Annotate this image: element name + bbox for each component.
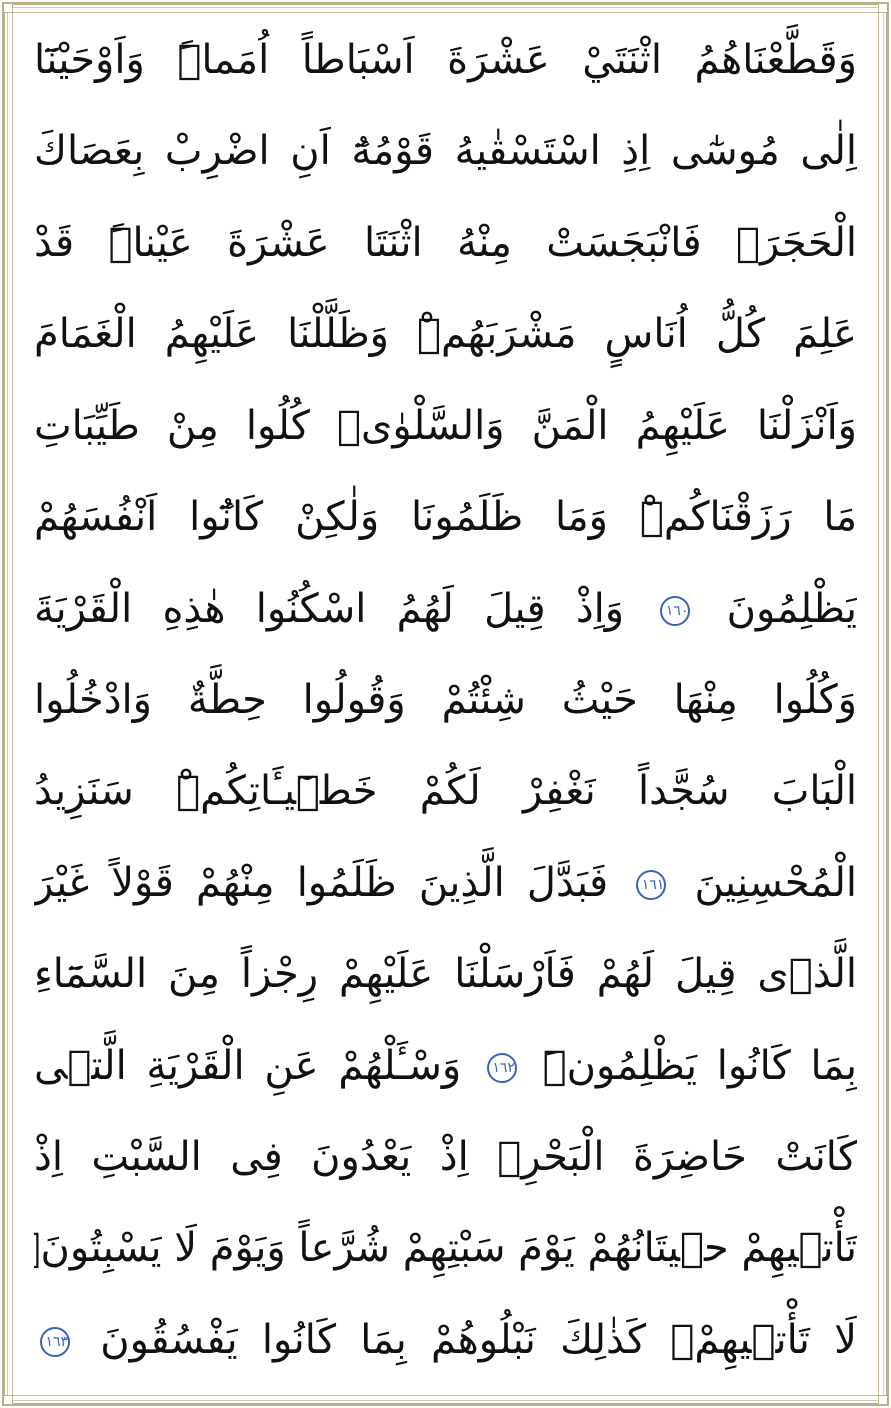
verse-number-marker: ١٦٢ <box>486 1052 517 1083</box>
corner-ornament <box>878 3 888 13</box>
verse-text-block: وَقَطَّعْنَاهُمُ اثْنَتَيْ عَشْرَةَ اَسْ… <box>34 18 857 1382</box>
text-line-13: كَانَتْ حَاضِرَةَ الْبَحْرِۢ اِذْ يَعْدُ… <box>34 1134 857 1181</box>
page-border-middle <box>7 7 884 1401</box>
text-line-11: الَّذٖى قِيلَ لَهُمْ فَاَرْسَلْنَا عَلَي… <box>34 951 857 998</box>
text-line-10: الْمُحْسِنِينَ ١٦١ فَبَدَّلَ الَّذِينَ ظ… <box>34 859 857 906</box>
corner-ornament <box>3 3 13 13</box>
corner-ornament <box>3 1395 13 1405</box>
text-line-9: الْبَابَ سُجَّداً نَغْفِرْ لَكُمْ خَطٖٓي… <box>34 768 857 815</box>
corner-ornament <box>878 1395 888 1405</box>
text-line-7: يَظْلِمُونَ ١٦٠ وَاِذْ قِيلَ لَهُمُ اسْك… <box>34 585 857 632</box>
text-line-4: عَلِمَ كُلُّ اُنَاسٍ مَشْرَبَهُمْۜ وَظَل… <box>34 311 857 358</box>
text-line-15: لَا تَأْتٖيهِمْۚ كَذٰلِكَ نَبْلُوهُمْ بِ… <box>34 1298 857 1382</box>
text-line-6: مَا رَزَقْنَاكُمْۜ وَمَا ظَلَمُونَا وَلٰ… <box>34 494 857 541</box>
text-line-1: وَقَطَّعْنَاهُمُ اثْنَتَيْ عَشْرَةَ اَسْ… <box>34 37 857 83</box>
text-line-3: الْحَجَرَۚ فَانْبَجَسَتْ مِنْهُ اثْنَتَا… <box>34 219 857 266</box>
text-line-2: اِلٰى مُوسٰٓى اِذِ اسْتَسْقٰيهُ قَوْمُهُ… <box>34 128 857 175</box>
text-line-5: وَاَنْزَلْنَا عَلَيْهِمُ الْمَنَّ وَالسَ… <box>34 402 857 449</box>
verse-number-marker: ١٦١ <box>636 869 667 900</box>
verse-number-marker: ١٦٣ <box>40 1326 70 1357</box>
text-line-12: بِمَا كَانُوا يَظْلِمُونَۧ ١٦٢ وَسْـَٔلْ… <box>34 1042 857 1089</box>
text-line-14: تَأْتٖيهِمْ حٖيتَانُهُمْ يَوْمَ سَبْتِهِ… <box>34 1225 857 1272</box>
page-border-inner <box>12 12 879 1396</box>
verse-number-marker: ١٦٠ <box>660 595 691 626</box>
text-line-8: وَكُلُوا مِنْهَا حَيْثُ شِئْتُمْ وَقُولُ… <box>34 676 857 723</box>
